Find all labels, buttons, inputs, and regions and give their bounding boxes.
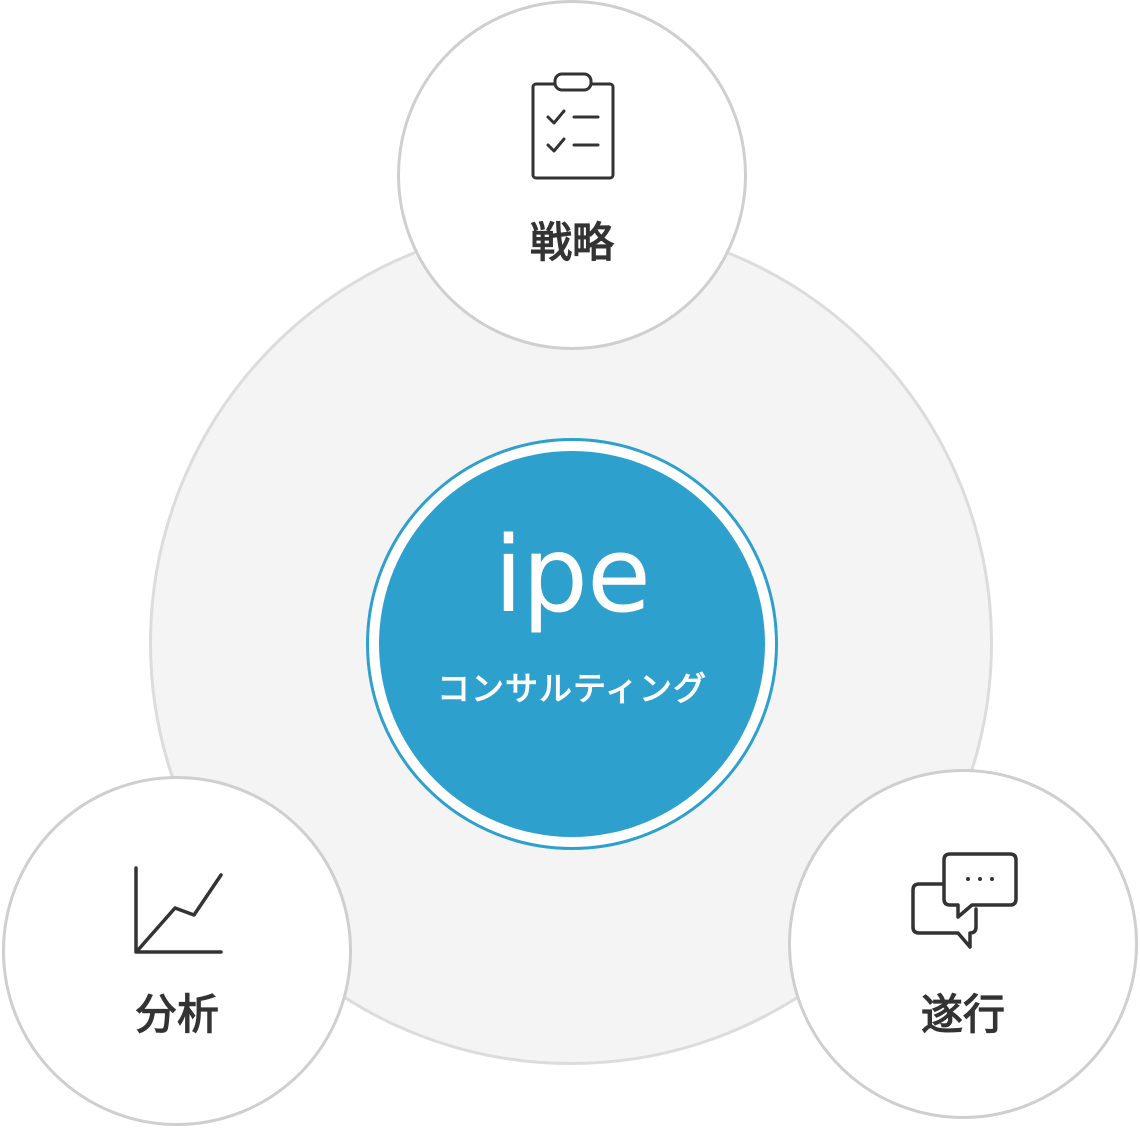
center-circle [379, 451, 765, 837]
brand-subtitle: コンサルティング [436, 669, 708, 708]
node-label-analysis: 分析 [134, 990, 219, 1039]
line-chart-icon [134, 866, 223, 954]
chat-bubbles-icon [911, 852, 1018, 949]
node-analysis: 分析 [2, 776, 352, 1126]
clipboard-checklist-icon [531, 72, 615, 180]
node-label-strategy: 戦略 [529, 218, 614, 267]
node-execution: 遂行 [788, 769, 1138, 1119]
brand-name: ipe [494, 514, 651, 636]
node-strategy: 戦略 [397, 0, 747, 350]
node-label-execution: 遂行 [920, 990, 1005, 1039]
